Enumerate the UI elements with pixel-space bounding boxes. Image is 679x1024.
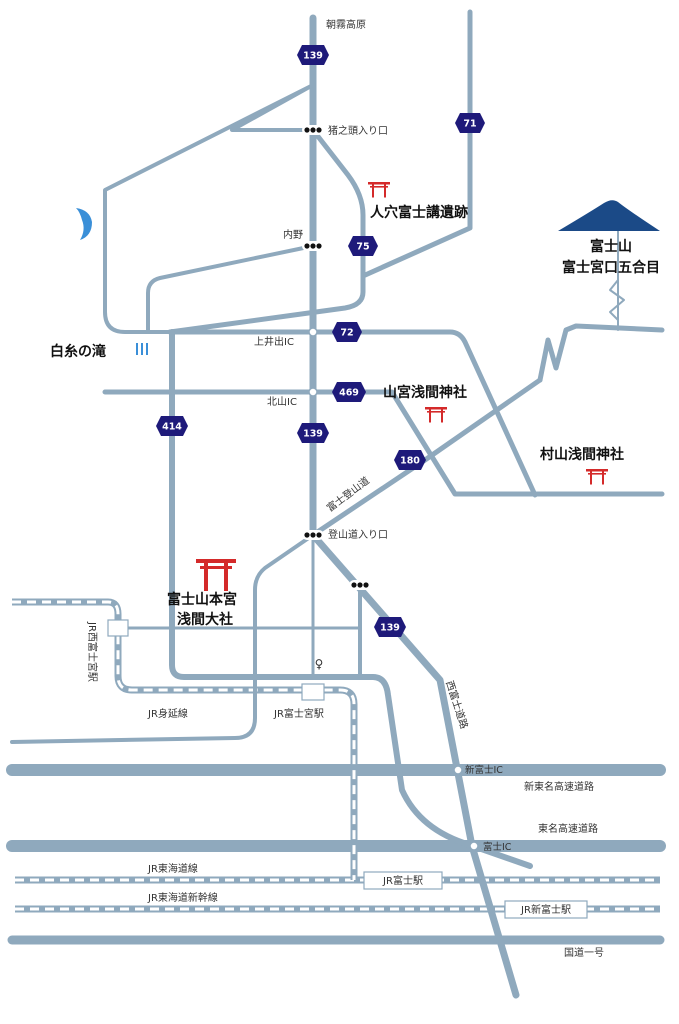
traffic-light-icon xyxy=(302,241,324,251)
torii-icon xyxy=(368,182,390,198)
torii-icon xyxy=(586,469,608,485)
route-139-south xyxy=(309,531,520,999)
fujinomiya-5th-route xyxy=(537,323,665,383)
western-loop xyxy=(103,83,315,334)
post-office-icon: ♀ xyxy=(315,657,324,671)
traffic-light-icon xyxy=(349,580,371,590)
route-shield-469: 469 xyxy=(332,382,366,402)
route-shield-75: 75 xyxy=(348,236,378,256)
label-jr-shinkansen: JR東海道新幹線 xyxy=(147,891,218,904)
place-hongu-1: 富士山本宮 xyxy=(167,591,237,608)
label-asagiri: 朝霧高原 xyxy=(326,18,366,31)
route-469 xyxy=(102,389,665,497)
svg-text:75: 75 xyxy=(356,242,369,253)
route-414 xyxy=(169,329,533,869)
expressways xyxy=(6,764,666,945)
route-shield-414: 414 xyxy=(156,416,188,436)
jr-fujinomiya-station xyxy=(301,683,325,701)
route-shield-139: 139 xyxy=(297,45,329,65)
mountain-icon xyxy=(558,200,660,231)
stations: JR富士駅 JR新富士駅 xyxy=(107,619,588,919)
place-shiraito: 白糸の滝 xyxy=(50,343,106,360)
label-jr-fujinomiya: JR富士宮駅 xyxy=(273,707,324,720)
label-jr-minobu: JR身延線 xyxy=(147,707,188,720)
place-fujisan: 富士山 xyxy=(590,238,632,255)
lake-icon xyxy=(76,208,92,240)
label-uchino: 内野 xyxy=(283,228,303,241)
route-shield-180: 180 xyxy=(394,450,426,470)
label-kokudo1: 国道一号 xyxy=(564,946,604,959)
svg-text:139: 139 xyxy=(380,623,400,634)
place-names: 人穴富士講遺跡 富士山 富士宮口五合目 白糸の滝 山宮浅間神社 村山浅間神社 富… xyxy=(50,204,660,628)
svg-text:414: 414 xyxy=(162,422,182,433)
place-yamamiya: 山宮浅間神社 xyxy=(383,384,467,401)
route-shield-72: 72 xyxy=(332,322,362,342)
fuji-ic-marker xyxy=(469,841,479,851)
label-kitayama-ic: 北山IC xyxy=(267,396,297,408)
svg-text:469: 469 xyxy=(339,388,359,399)
place-hitoana: 人穴富士講遺跡 xyxy=(370,204,468,221)
label-shinfuji-ic: 新富士IC xyxy=(465,764,503,776)
place-hongu-2: 浅間大社 xyxy=(177,611,233,628)
fujisan-zigzag xyxy=(609,279,625,321)
torii-icon xyxy=(196,559,236,591)
route-shields: 139 71 75 72 469 139 414 180 xyxy=(156,45,485,637)
route-shield-139: 139 xyxy=(297,423,329,443)
traffic-lights xyxy=(302,125,371,590)
svg-text:139: 139 xyxy=(303,429,323,440)
svg-text:72: 72 xyxy=(340,328,353,339)
traffic-light-icon xyxy=(302,125,324,135)
label-fuji-ic: 富士IC xyxy=(483,841,512,853)
route-75 xyxy=(167,127,366,335)
jr-nishifujinomiya-station xyxy=(107,619,129,637)
tozandou-road xyxy=(10,533,315,744)
interchange-markers xyxy=(308,327,479,851)
jr-shinfuji-station-box xyxy=(504,900,588,919)
label-fuji-tozandou: 富士登山道 xyxy=(324,474,372,514)
place-fujisan-5th: 富士宮口五合目 xyxy=(562,259,660,276)
kitayama-ic-marker xyxy=(308,387,318,397)
jr-fuji-station-box xyxy=(363,871,443,890)
label-shin-tomei: 新東名高速道路 xyxy=(524,780,594,793)
route-180 xyxy=(310,377,543,538)
label-tomei: 東名高速道路 xyxy=(538,822,598,835)
traffic-light-icon xyxy=(302,530,324,540)
kamiide-ic-marker xyxy=(308,327,318,337)
place-murayama: 村山浅間神社 xyxy=(540,446,624,463)
svg-text:180: 180 xyxy=(400,456,420,467)
jr-shinfuji-station-label: JR新富士駅 xyxy=(520,903,571,916)
svg-text:71: 71 xyxy=(463,119,476,130)
route-71 xyxy=(360,9,473,279)
svg-text:139: 139 xyxy=(303,51,323,62)
route-shield-139: 139 xyxy=(374,617,406,637)
jr-fuji-station-label: JR富士駅 xyxy=(382,874,423,887)
waterfall-icon xyxy=(136,343,148,355)
route-72 xyxy=(167,329,538,498)
route-shield-71: 71 xyxy=(455,113,485,133)
shinfuji-ic-marker xyxy=(453,765,463,775)
label-tozandou-iriguchi: 登山道入り口 xyxy=(328,528,388,541)
label-inokashira: 猪之頭入り口 xyxy=(328,124,388,137)
uchino-road xyxy=(146,244,315,334)
torii-icon xyxy=(425,407,447,423)
jr-minobu-line-dash xyxy=(12,600,356,880)
label-kamiide-ic: 上井出IC xyxy=(254,335,294,348)
label-jr-tokaido: JR東海道線 xyxy=(147,862,198,875)
label-jr-nishifujinomiya: JR西富士宮駅 xyxy=(86,621,99,682)
railways xyxy=(12,598,660,913)
